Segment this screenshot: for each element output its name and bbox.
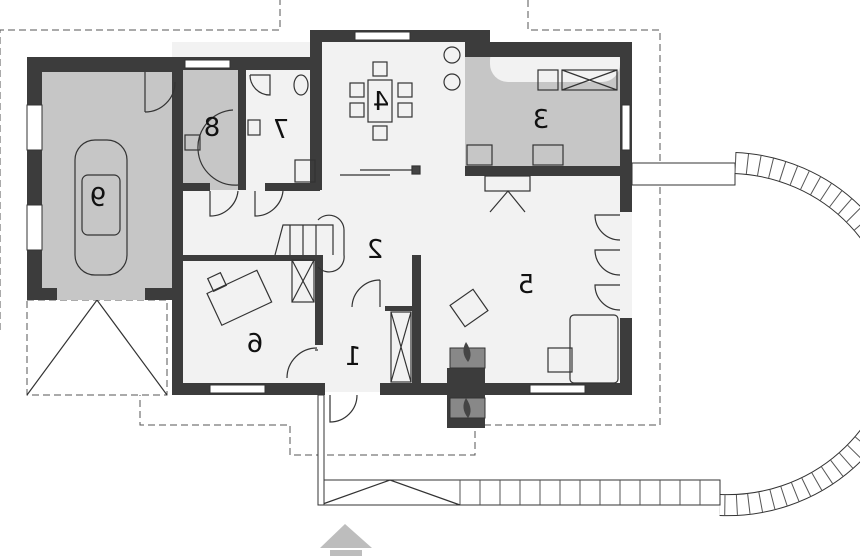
room-label-6: 6 [247,329,264,359]
utility-floor [183,70,238,190]
entry-arrow-icon [320,524,372,556]
room-label-9: 9 [90,183,107,213]
carport-outline [26,299,168,396]
garage-floor [42,72,172,300]
stairs [274,214,345,273]
room-label-5: 5 [518,270,535,300]
furniture [74,46,619,384]
room-label-3: 3 [533,105,550,135]
wardrobes [291,259,412,383]
roof-outline [0,0,281,330]
room-label-4: 4 [373,87,390,117]
room-label-7: 7 [273,115,290,145]
windows [26,31,631,394]
walkway [317,152,860,517]
fireplace [449,342,486,419]
room-label-1: 1 [345,342,362,372]
room-label-8: 8 [204,113,221,143]
room-labels: 1 2 3 4 5 6 7 8 9 [90,87,550,372]
roof-outline-right [139,0,661,456]
room-label-2: 2 [367,235,384,265]
carport-cross [26,298,168,396]
